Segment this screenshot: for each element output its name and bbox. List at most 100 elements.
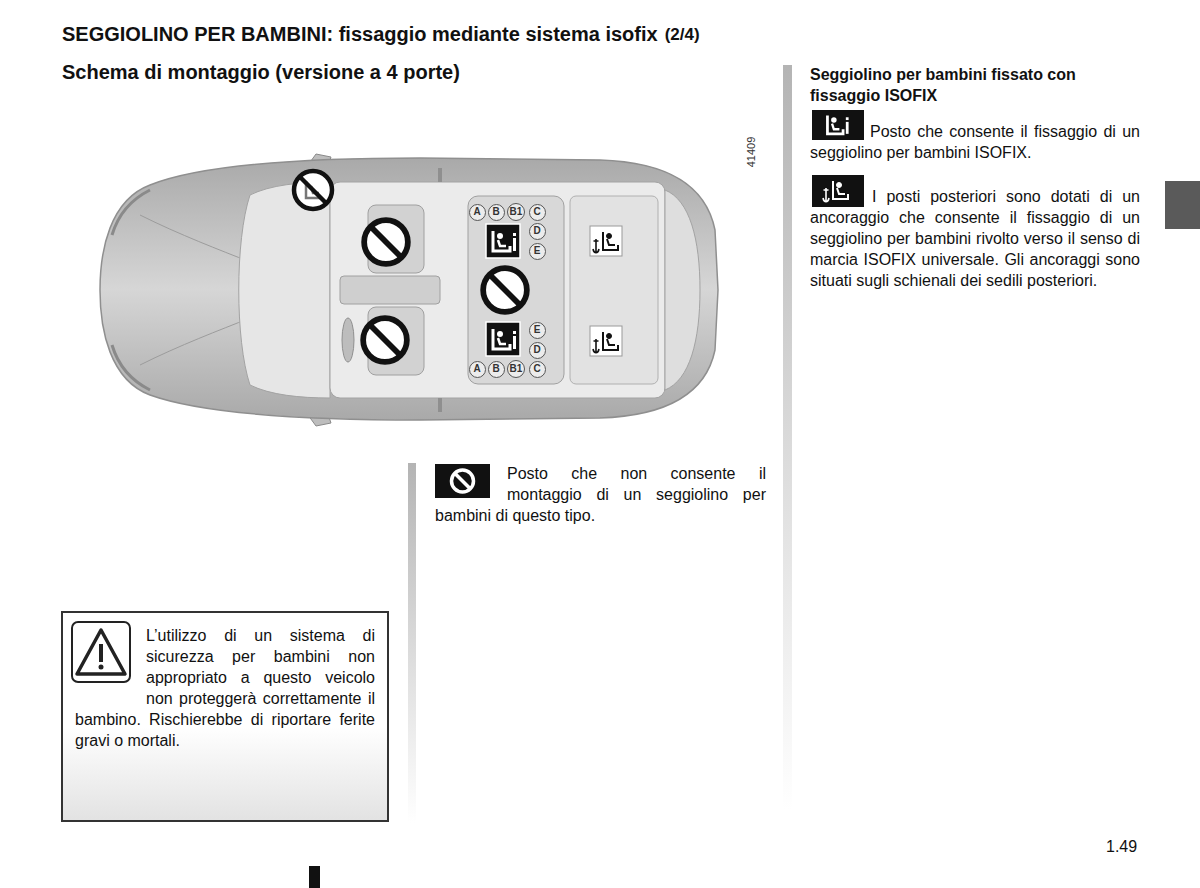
key-text: Posto che consente il fissaggio di un se… xyxy=(810,121,1140,163)
key-text: I posti posteriori sono dotati di un anc… xyxy=(810,186,1140,291)
position-letter-circle: B1 xyxy=(507,203,525,221)
label-text: 41409 xyxy=(745,137,757,168)
prohibition-key-icon xyxy=(435,464,490,498)
page-header: SEGGIOLINO PER BAMBINI: fissaggio median… xyxy=(62,22,658,46)
label-text: (2/4) xyxy=(665,25,700,44)
prohibition-symbol xyxy=(363,318,407,362)
steering-wheel xyxy=(342,318,354,362)
label-text: 1.49 xyxy=(1106,838,1137,855)
position-letter: A xyxy=(473,363,480,374)
headlight xyxy=(112,345,150,390)
position-letter: D xyxy=(533,225,540,236)
icon-ground xyxy=(812,175,864,207)
icon-frame xyxy=(72,622,130,682)
label-text: Posto che non consente il montaggio di u… xyxy=(435,465,766,524)
position-letter: B1 xyxy=(510,363,523,374)
warning-text: L’utilizzo di un sistema di sicurezza pe… xyxy=(75,625,375,751)
console xyxy=(340,276,440,304)
car-body xyxy=(100,158,718,420)
position-letter-circle: B xyxy=(488,361,505,378)
isofix-icon xyxy=(486,224,520,258)
isofix-glyph xyxy=(493,231,516,251)
position-letter-circle: E xyxy=(529,322,546,339)
car-top-view xyxy=(100,154,718,426)
page-title: SEGGIOLINO PER BAMBINI: fissaggio median… xyxy=(62,23,658,45)
column-bar xyxy=(408,463,416,823)
chapter-tab xyxy=(1165,181,1200,229)
prohibition-symbol xyxy=(364,220,408,264)
exclamation-dot xyxy=(99,665,104,670)
column-heading: Seggiolino per bambini fissato con fissa… xyxy=(810,64,1140,106)
label-text: I posti posteriori sono dotati di un anc… xyxy=(810,188,1140,289)
hood-line xyxy=(140,318,250,365)
anchor-glyph xyxy=(593,232,618,253)
position-letter: C xyxy=(533,363,540,374)
position-letter-circle: B xyxy=(488,204,505,221)
prohibition-slash xyxy=(455,474,470,489)
warning-icon xyxy=(72,622,130,682)
position-letter-circle: E xyxy=(529,243,546,260)
icon-ground xyxy=(590,226,622,256)
warning-text-block: L’utilizzo di un sistema di sicurezza pe… xyxy=(75,625,375,751)
position-letter-circle: A xyxy=(469,361,486,378)
column-bar xyxy=(783,65,792,810)
prohibition-symbol xyxy=(483,268,527,312)
label-text: Seggiolino per bambini fissato con fissa… xyxy=(810,66,1076,104)
position-letter: E xyxy=(534,245,541,256)
position-letter-circle: C xyxy=(529,204,546,221)
label-text: Schema di montaggio (versione a 4 porte) xyxy=(62,61,460,83)
no-rear-facing-symbol xyxy=(294,171,332,209)
exclamation-bar xyxy=(99,644,103,662)
icon-ground xyxy=(590,326,622,356)
section-heading: Schema di montaggio (versione a 4 porte) xyxy=(62,62,460,83)
isofix-glyph xyxy=(493,329,516,349)
anchor-key-icon xyxy=(812,175,864,207)
position-letter-circle: D xyxy=(529,342,546,359)
figure-number: 41409 xyxy=(745,137,758,168)
rear-window xyxy=(665,190,700,390)
position-letter: B1 xyxy=(510,206,523,217)
warning-ground xyxy=(61,611,389,822)
position-letter: B xyxy=(492,363,499,374)
windshield xyxy=(239,182,330,398)
prohibition-ring xyxy=(452,470,474,492)
pillar xyxy=(438,168,442,182)
trunk xyxy=(570,196,658,384)
label-text: Posto che consente il fissaggio di un se… xyxy=(810,123,1140,161)
anchor-icon xyxy=(590,326,622,356)
icon-ground xyxy=(435,464,490,498)
icon-ground xyxy=(812,110,864,140)
anchor-icon xyxy=(590,226,622,256)
rear-bench xyxy=(468,196,564,384)
position-letter-circle: C xyxy=(529,361,546,378)
prohibition-ring xyxy=(294,171,332,209)
position-letter: E xyxy=(534,324,541,335)
symbol-ground xyxy=(294,171,332,209)
position-letter-circle: D xyxy=(529,223,546,240)
position-letter: C xyxy=(533,206,540,217)
page-number: 1.49 xyxy=(1106,836,1137,857)
cabin xyxy=(330,182,665,398)
isofix-glyph xyxy=(827,115,848,133)
position-letter: D xyxy=(533,344,540,355)
anchor-glyph xyxy=(823,181,848,202)
prohibition-slash xyxy=(300,177,326,203)
position-letter-circle: A xyxy=(469,204,486,221)
headlight xyxy=(112,190,150,235)
isofix-icon xyxy=(486,322,520,356)
icon-ground xyxy=(486,224,520,258)
position-letter: A xyxy=(473,206,480,217)
pillar xyxy=(438,398,442,412)
isofix-key-icon xyxy=(812,110,864,140)
position-letter-circle: B1 xyxy=(507,360,525,378)
key-text: Posto che non consente il montaggio di u… xyxy=(435,463,766,526)
warning-triangle xyxy=(77,630,125,674)
hood-line xyxy=(140,215,250,262)
position-letter: B xyxy=(492,206,499,217)
anchor-glyph xyxy=(593,332,618,353)
page-marker xyxy=(309,866,320,888)
page-counter: (2/4) xyxy=(665,23,700,47)
icon-ground xyxy=(486,322,520,356)
warning-box: L’utilizzo di un sistema di sicurezza pe… xyxy=(61,611,389,822)
